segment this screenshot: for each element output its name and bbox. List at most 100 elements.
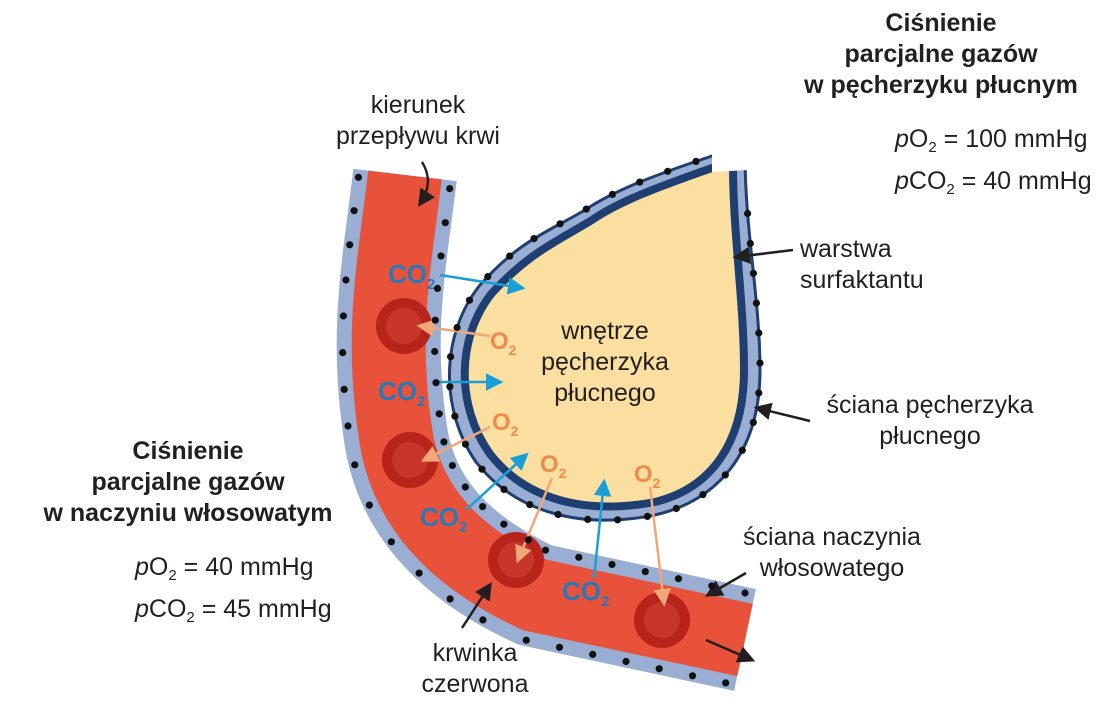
red-blood-cell-label: krwinka czerwona [395,638,555,700]
label-line: ściana naczynia [722,522,942,553]
pressure-value: = 40 mmHg [184,553,314,581]
capillary-wall-nucleus [642,568,649,575]
alveolus-wall-nucleus [699,491,706,498]
p-symbol: p [895,167,909,195]
alveolus-wall-nucleus [506,253,513,260]
capillary-po2: pO2 = 40 mmHg [135,552,314,591]
gas-symbol: CO [909,167,947,195]
alveolus-wall-nucleus [750,419,757,426]
label-line: płucnego [815,421,1045,452]
capillary-wall-nucleus [341,386,348,393]
title-line: w naczyniu włosowatym [28,498,348,529]
capillary-wall-label: ściana naczynia włosowatego [722,522,942,584]
capillary-wall-nucleus [589,651,596,658]
alveolus-wall-nucleus [466,297,473,304]
label-line: surfaktantu [800,265,924,296]
alveolus-wall-nucleus [454,324,461,331]
capillary-wall-nucleus [479,503,486,510]
alveolus-wall-nucleus [753,300,760,307]
p-symbol: p [135,553,149,581]
alveolus-pco2: pCO2 = 40 mmHg [895,166,1092,205]
capillary-wall-nucleus [575,554,582,561]
capillary-wall-nucleus [675,575,682,582]
alveolus-wall-nucleus [644,513,651,520]
alveolus-wall-nucleus [500,486,507,493]
capillary-wall-nucleus [708,582,715,589]
title-line: parcjalne gazów [28,467,348,498]
alveolus-wall-nucleus [744,210,751,217]
capillary-wall-nucleus [525,536,532,543]
capillary-wall-nucleus [462,483,469,490]
capillary-wall-nucleus [346,241,353,248]
alveolus-wall-nucleus [446,383,453,390]
capillary-wall-nucleus [722,679,729,686]
label-line: ściana pęcherzyka [815,390,1045,421]
capillary-wall-nucleus [608,561,615,568]
red-blood-cell [634,592,690,648]
alveolus-wall-nucleus [557,220,564,227]
alveolus-wall-nucleus [747,240,754,247]
alveolus-wall-nucleus [755,389,762,396]
alveolus-wall-nucleus [722,471,729,478]
alveolus-wall-nucleus [584,516,591,523]
alveolus-wall-nucleus [555,511,562,518]
alveolus-wall-nucleus [636,179,643,186]
gas-subscript: 2 [186,609,194,626]
alveolus-po2: pO2 = 100 mmHg [895,124,1087,163]
label-line: wnętrze [525,316,685,347]
pressure-value: = 45 mmHg [202,595,332,623]
alveolus-wall-nucleus [756,359,763,366]
alveolus-wall-nucleus [447,353,454,360]
alveolus-wall-nucleus [462,441,469,448]
capillary-wall-nucleus [689,672,696,679]
capillary-wall-nucleus [388,538,395,545]
label-line: pęcherzyka [525,347,685,378]
capillary-pco2: pCO2 = 45 mmHg [135,594,332,633]
alveolus-opening [712,150,748,172]
gas-subscript: 2 [946,181,954,198]
capillary-wall-nucleus [366,502,373,509]
alveolus-wall-nucleus [664,168,671,175]
label-line: płucnego [525,378,685,409]
capillary-wall-nucleus [479,616,486,623]
alveolus-wall-nucleus [526,501,533,508]
capillary-wall-nucleus [622,658,629,665]
label-line: czerwona [395,669,555,700]
red-blood-cell [382,432,438,488]
capillary-wall-nucleus [416,570,423,577]
capillary-wall-nucleus [556,644,563,651]
capillary-wall-nucleus [434,285,441,292]
alveolus-wall-nucleus [692,158,699,165]
gas-symbol: O [909,125,928,153]
pressure-value: = 100 mmHg [944,125,1088,153]
gas-subscript: 2 [928,139,936,156]
alveolus-wall-nucleus [755,329,762,336]
alveolus-wall-nucleus [609,191,616,198]
capillary-wall-nucleus [447,595,454,602]
capillary-wall-nucleus [656,665,663,672]
capillary-pressure-title: Ciśnienie parcjalne gazów w naczyniu wło… [28,436,348,529]
title-line: Ciśnienie [776,8,1106,39]
gas-symbol: O [149,553,168,581]
capillary-wall-nucleus [342,276,349,283]
capillary-wall-nucleus [500,521,507,528]
capillary-wall-nucleus [437,252,444,259]
capillary-wall-nucleus [340,312,347,319]
capillary-wall-nucleus [431,348,438,355]
alveolus-wall-nucleus [478,466,485,473]
p-symbol: p [135,595,149,623]
capillary-wall-nucleus [432,317,439,324]
pressure-value: = 40 mmHg [962,167,1092,195]
label-line: warstwa [800,234,924,265]
alveolus-wall-nucleus [530,235,537,242]
alveolus-wall-nucleus [614,516,621,523]
capillary-wall-nucleus [440,438,447,445]
capillary-wall-nucleus [542,547,549,554]
capillary-wall-nucleus [449,462,456,469]
capillary-wall-nucleus [442,219,449,226]
capillary-wall-nucleus [339,349,346,356]
red-blood-cell [488,532,544,588]
title-line: w pęcherzyku płucnym [776,70,1106,101]
surfactant-label: warstwa surfaktantu [800,234,924,296]
capillary-wall-nucleus [344,422,351,429]
